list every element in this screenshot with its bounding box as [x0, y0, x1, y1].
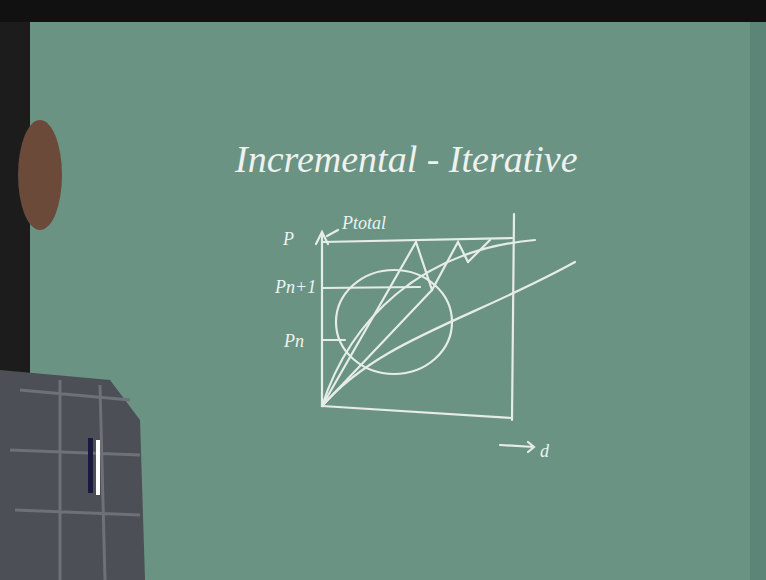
plot-chalk — [316, 214, 575, 452]
board-title: Incremental - Iterative — [235, 140, 578, 178]
lecturer-head — [18, 120, 62, 230]
axis-label: P — [283, 230, 294, 248]
lecturer-shirt — [0, 370, 145, 580]
board-edge — [750, 22, 766, 580]
axis-label: Ptotal — [342, 214, 386, 232]
axis-label: Pn — [284, 332, 304, 350]
axis-label: Pn+1 — [275, 278, 316, 296]
axis-label: d — [540, 442, 549, 460]
top-bar — [0, 0, 766, 22]
